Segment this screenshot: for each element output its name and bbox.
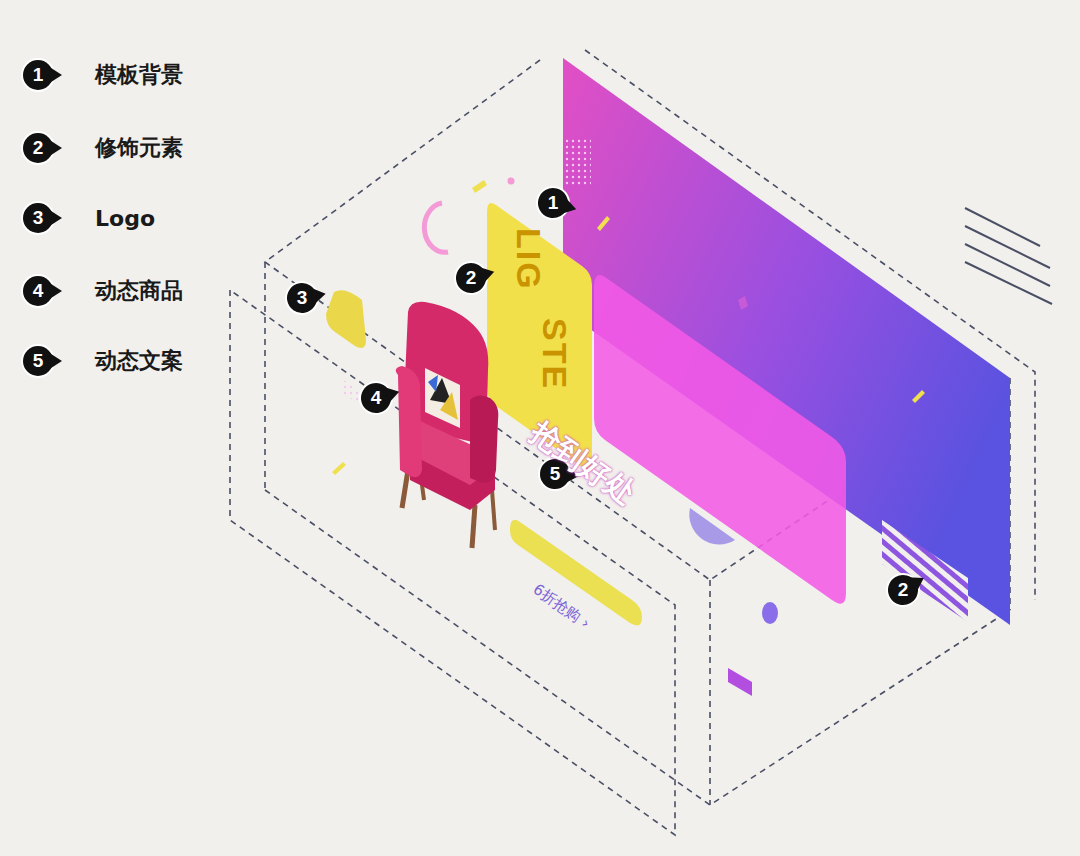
callout-number: 1 xyxy=(23,60,53,90)
callout-number: 4 xyxy=(361,383,391,413)
legend-text: 模板背景 xyxy=(95,60,183,90)
callout-number-text: 3 xyxy=(23,203,53,233)
callout-number-text: 4 xyxy=(23,276,53,306)
copy-panel xyxy=(594,275,846,604)
callout-number: 3 xyxy=(23,203,53,233)
banner-text: 6折抢购 › xyxy=(529,580,593,633)
logo xyxy=(326,290,366,348)
banner-text: LIG xyxy=(509,228,548,291)
legend-text: 修饰元素 xyxy=(95,133,183,163)
banner-text: 抢到好处 xyxy=(521,412,643,514)
callout-number-text: 2 xyxy=(456,263,486,293)
callout-number-text: 1 xyxy=(23,60,53,90)
callout-number-text: 4 xyxy=(361,383,391,413)
callout-number: 2 xyxy=(888,575,918,605)
callout-number-text: 1 xyxy=(538,188,568,218)
armchair xyxy=(396,302,499,548)
callout-number-text: 5 xyxy=(23,346,53,376)
legend-text: 动态文案 xyxy=(95,346,183,376)
callout-number: 2 xyxy=(23,133,53,163)
callout-number: 4 xyxy=(23,276,53,306)
banner-text: STE xyxy=(535,318,574,390)
callout-number-text: 2 xyxy=(23,133,53,163)
callout-number-text: 2 xyxy=(888,575,918,605)
legend-text: Logo xyxy=(95,206,155,231)
callout-number: 3 xyxy=(287,283,317,313)
callout-number: 2 xyxy=(456,263,486,293)
template-background xyxy=(563,58,1010,625)
callout-number-text: 3 xyxy=(287,283,317,313)
legend-text: 动态商品 xyxy=(95,276,183,306)
callout-number: 5 xyxy=(23,346,53,376)
callout-number: 1 xyxy=(538,188,568,218)
